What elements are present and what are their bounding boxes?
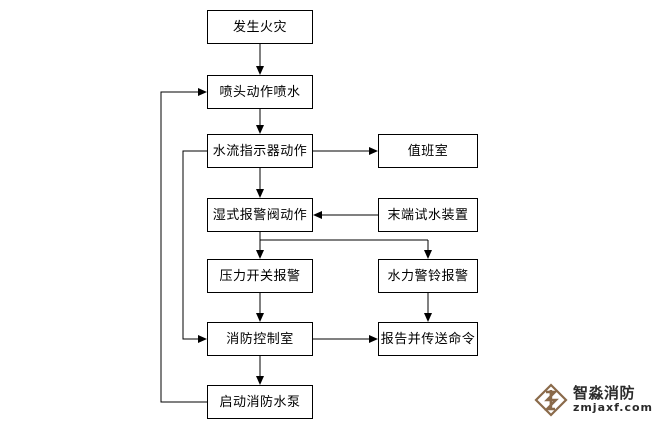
- arrowhead-pressure-top: [256, 250, 264, 259]
- node-report-and-transmit-command[interactable]: 报告并传送命令: [378, 322, 478, 356]
- node-duty-room[interactable]: 值班室: [378, 134, 478, 168]
- arrowhead-waterbell-top: [424, 250, 432, 259]
- node-end-test-device[interactable]: 末端试水装置: [378, 198, 478, 232]
- edge-pump-to-sprinkler-feedback: [160, 91, 207, 403]
- watermark: 智淼消防 zmjaxf.com: [534, 383, 653, 417]
- node-start-fire-pump[interactable]: 启动消防水泵: [207, 385, 313, 419]
- node-fire[interactable]: 发生火灾: [207, 10, 313, 44]
- brand-name-cn: 智淼消防: [572, 384, 635, 403]
- arrowhead-sprinkler-top: [256, 66, 264, 75]
- arrowhead-dutyroom-left: [369, 147, 378, 155]
- arrowhead-controlroom-left: [198, 335, 207, 343]
- node-sprinkler[interactable]: 喷头动作喷水: [207, 75, 313, 109]
- arrowhead-wetalarm-top: [256, 189, 264, 198]
- node-wet-alarm-valve[interactable]: 湿式报警阀动作: [207, 198, 313, 232]
- brand-url: zmjaxf.com: [572, 401, 653, 415]
- arrowhead-pump-top: [256, 376, 264, 385]
- node-fire-control-room[interactable]: 消防控制室: [207, 322, 313, 356]
- node-water-motor-gong-alarm[interactable]: 水力警铃报警: [378, 259, 478, 293]
- node-pressure-switch-alarm[interactable]: 压力开关报警: [207, 259, 313, 293]
- arrowhead-report-left: [369, 335, 378, 343]
- arrowhead-flow-top: [256, 125, 264, 134]
- arrowhead-controlroom-top: [256, 313, 264, 322]
- edge-flow-to-controlroom-feedback: [182, 150, 207, 340]
- node-water-flow-indicator[interactable]: 水流指示器动作: [207, 134, 313, 168]
- arrowhead-sprinkler-left: [198, 88, 207, 96]
- arrowhead-report-top: [424, 313, 432, 322]
- arrowhead-wetalarm-right: [313, 211, 322, 219]
- brand-logo-icon: [534, 383, 568, 417]
- brand-text: 智淼消防 zmjaxf.com: [572, 384, 653, 415]
